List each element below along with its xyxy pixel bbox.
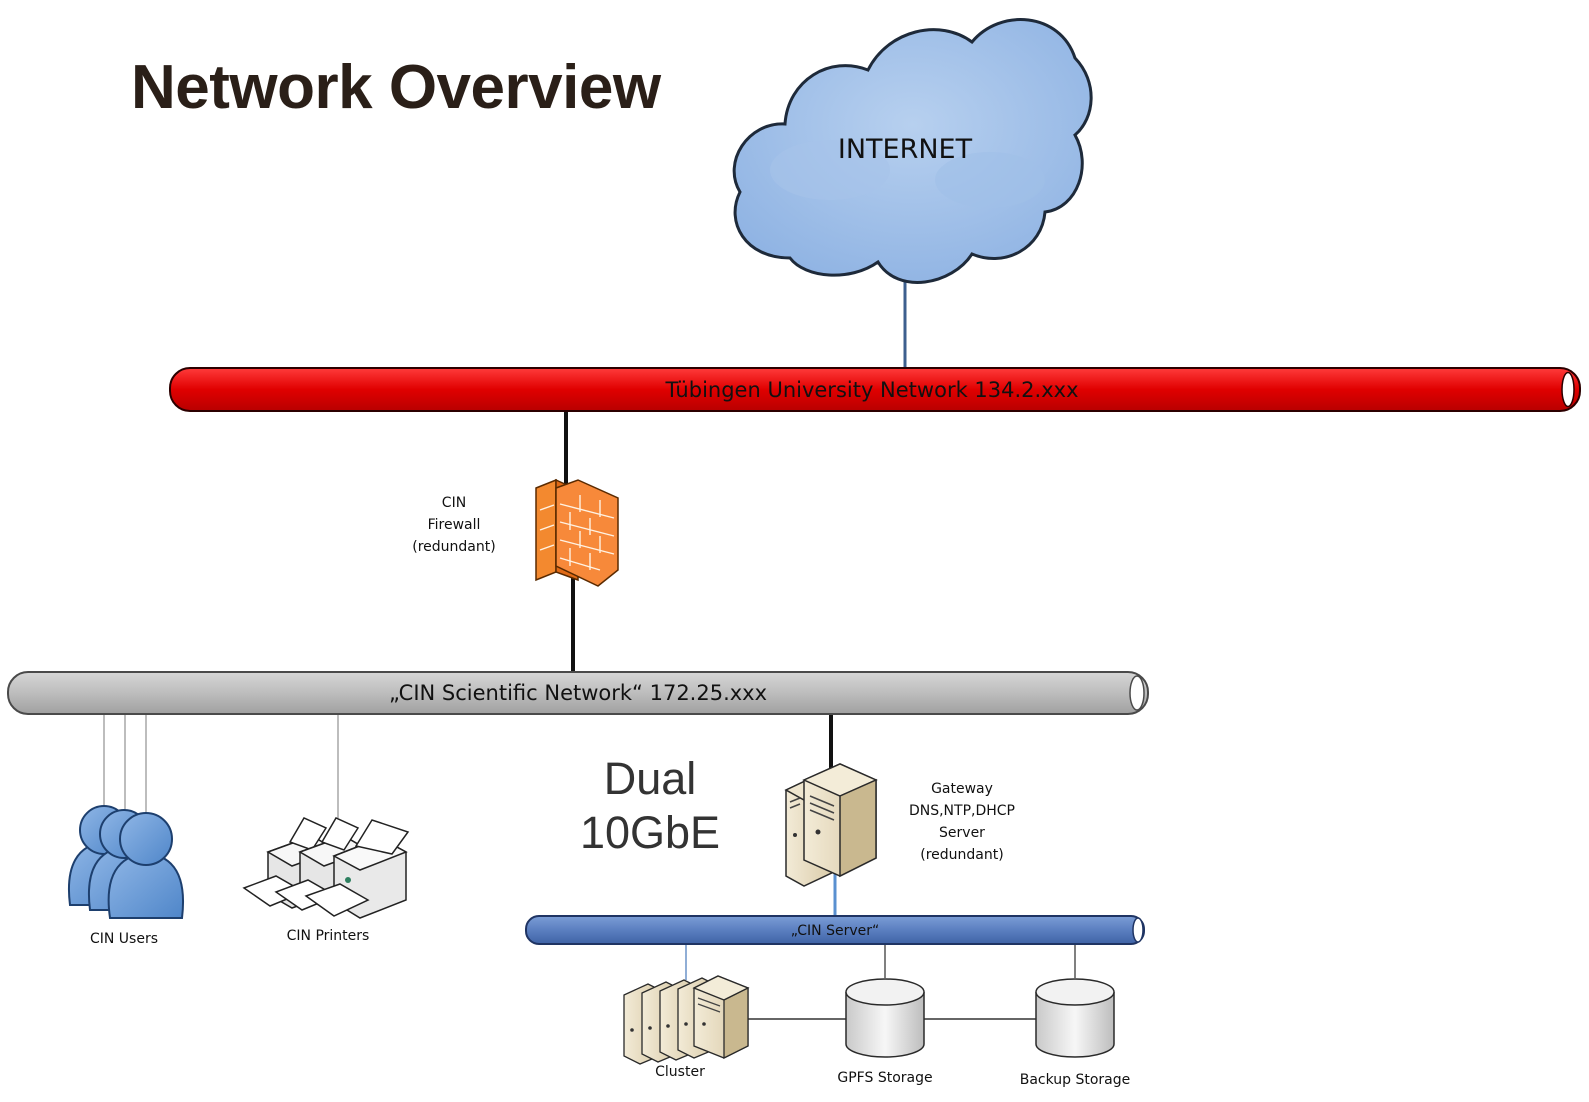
users-icon	[68, 805, 184, 919]
gpfs-label: GPFS Storage	[837, 1070, 932, 1086]
scientific-network-pipe	[7, 671, 1149, 715]
server-network-pipe	[525, 915, 1145, 945]
page-title: Network Overview	[131, 53, 661, 122]
firewall-icon	[535, 478, 619, 587]
printer-icon	[242, 817, 410, 919]
link-speed-line-2: 10GbE	[579, 807, 721, 858]
gateway-label-1: Gateway	[931, 781, 993, 797]
gateway-label-2: DNS,NTP,DHCP	[909, 803, 1015, 819]
gpfs-database-icon	[845, 978, 925, 1058]
internet-label: INTERNET	[838, 134, 973, 165]
cluster-label: Cluster	[655, 1064, 705, 1080]
link-speed-label: Dual 10GbE	[560, 752, 740, 860]
users-label: CIN Users	[90, 931, 158, 947]
firewall-label-1: CIN	[442, 495, 466, 511]
cloud-icon	[732, 18, 1093, 284]
link-speed-line-1: Dual	[603, 753, 697, 804]
backup-label: Backup Storage	[1020, 1072, 1131, 1088]
scientific-network-label: „CIN Scientific Network“ 172.25.xxx	[389, 681, 767, 705]
server-cluster-icon	[623, 975, 750, 1065]
backup-database-icon	[1035, 978, 1115, 1058]
firewall-label-2: Firewall	[428, 517, 481, 533]
university-network-pipe	[169, 367, 1581, 412]
server-icon	[784, 763, 878, 887]
connections	[103, 270, 1076, 1020]
firewall-label-3: (redundant)	[412, 539, 495, 555]
server-network-label: „CIN Server“	[791, 923, 879, 939]
printers-label: CIN Printers	[287, 928, 370, 944]
gateway-label-4: (redundant)	[920, 847, 1003, 863]
gateway-label-3: Server	[939, 825, 985, 841]
university-network-label: Tübingen University Network 134.2.xxx	[664, 378, 1078, 402]
